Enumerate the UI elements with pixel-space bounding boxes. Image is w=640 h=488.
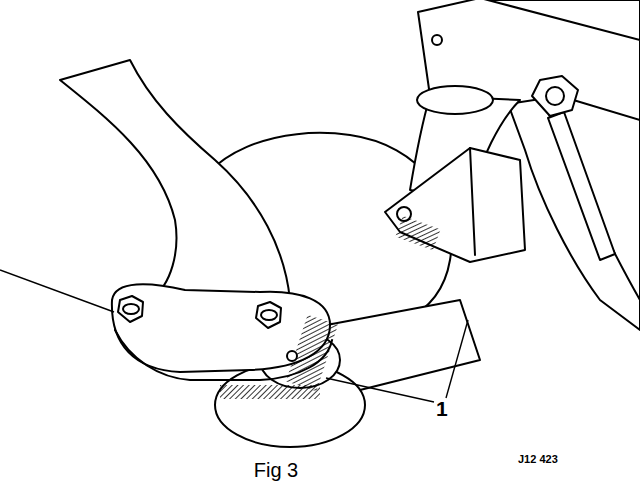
figure-code: J12 423: [518, 454, 558, 465]
callout-number: 1: [436, 398, 448, 419]
figure-caption: Fig 3: [254, 460, 298, 480]
leader-lines: [0, 270, 468, 402]
